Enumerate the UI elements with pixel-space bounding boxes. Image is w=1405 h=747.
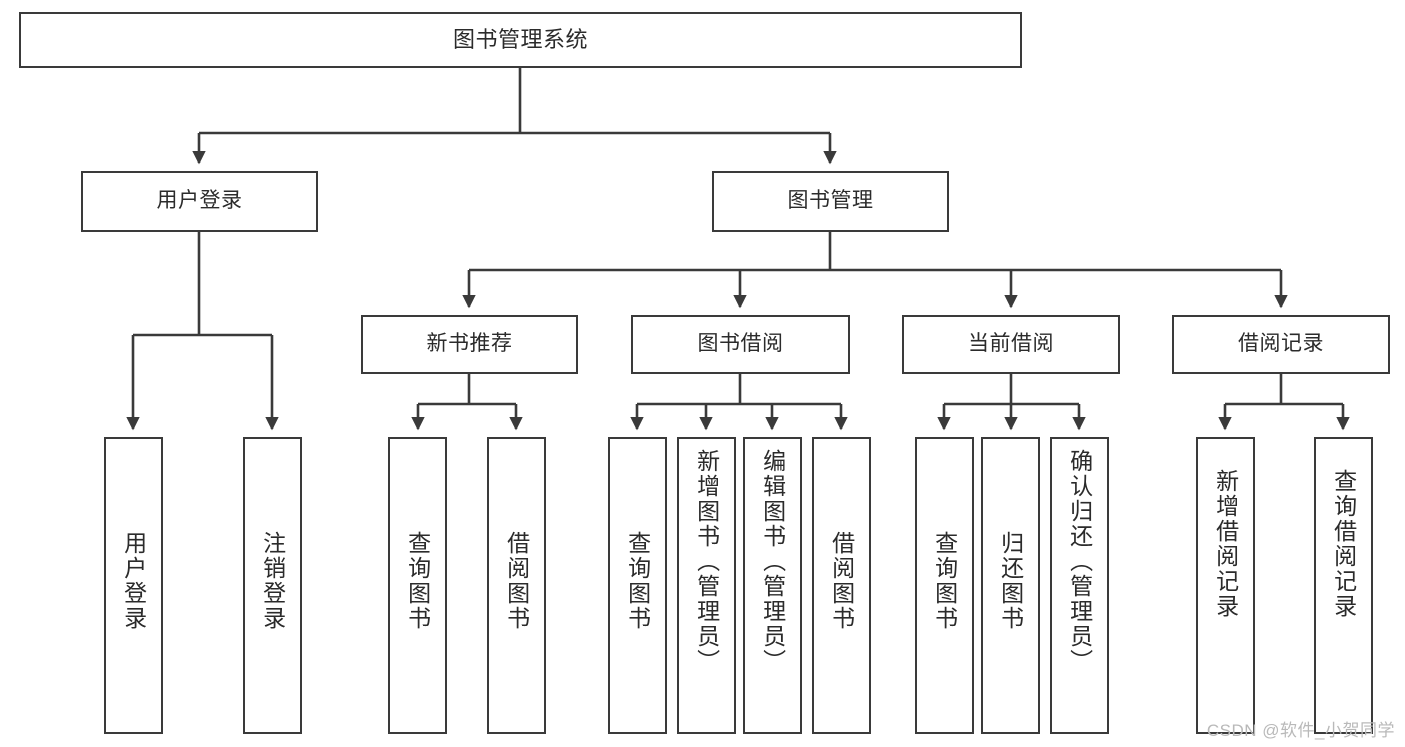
node-user-login-label: 用户登录	[156, 189, 243, 213]
node-leaf-edit-book-label: 编辑图书（管理员）	[759, 449, 786, 674]
node-leaf-add-book-label: 新增图书（管理员）	[693, 449, 720, 674]
node-book-manage[interactable]: 图书管理	[712, 171, 949, 232]
node-root-label: 图书管理系统	[452, 27, 588, 53]
node-leaf-query-book-3-label: 查询图书	[931, 531, 958, 631]
node-current-borrow[interactable]: 当前借阅	[902, 315, 1120, 374]
node-root[interactable]: 图书管理系统	[19, 12, 1022, 68]
node-leaf-query-book-2[interactable]: 查询图书	[608, 437, 667, 734]
node-leaf-add-record-label: 新增借阅记录	[1212, 469, 1239, 619]
node-current-borrow-label: 当前借阅	[968, 332, 1054, 356]
node-leaf-query-book-3[interactable]: 查询图书	[915, 437, 974, 734]
node-user-login[interactable]: 用户登录	[81, 171, 318, 232]
node-leaf-logout[interactable]: 注销登录	[243, 437, 302, 734]
node-leaf-user-login[interactable]: 用户登录	[104, 437, 163, 734]
node-leaf-add-record[interactable]: 新增借阅记录	[1196, 437, 1255, 734]
node-book-borrow-label: 图书借阅	[697, 332, 784, 356]
node-leaf-confirm-return[interactable]: 确认归还（管理员）	[1050, 437, 1109, 734]
node-book-borrow[interactable]: 图书借阅	[631, 315, 850, 374]
node-leaf-return-book[interactable]: 归还图书	[981, 437, 1040, 734]
node-leaf-logout-label: 注销登录	[259, 531, 286, 631]
node-leaf-query-record-label: 查询借阅记录	[1330, 469, 1357, 619]
node-leaf-confirm-return-label: 确认归还（管理员）	[1066, 449, 1093, 674]
node-leaf-borrow-book-1[interactable]: 借阅图书	[487, 437, 546, 734]
node-leaf-add-book[interactable]: 新增图书（管理员）	[677, 437, 736, 734]
node-leaf-return-book-label: 归还图书	[997, 531, 1024, 631]
node-leaf-borrow-book-2-label: 借阅图书	[828, 531, 855, 631]
node-new-book-rec[interactable]: 新书推荐	[361, 315, 578, 374]
node-leaf-edit-book[interactable]: 编辑图书（管理员）	[743, 437, 802, 734]
node-leaf-query-book-1-label: 查询图书	[404, 531, 431, 631]
node-borrow-record-label: 借阅记录	[1238, 332, 1324, 356]
node-leaf-query-record[interactable]: 查询借阅记录	[1314, 437, 1373, 734]
node-leaf-query-book-2-label: 查询图书	[624, 531, 651, 631]
node-borrow-record[interactable]: 借阅记录	[1172, 315, 1390, 374]
csdn-watermark: CSDN @软件_小贺同学	[1206, 721, 1395, 740]
node-leaf-user-login-label: 用户登录	[120, 531, 147, 631]
node-leaf-query-book-1[interactable]: 查询图书	[388, 437, 447, 734]
node-leaf-borrow-book-1-label: 借阅图书	[503, 531, 530, 631]
node-new-book-rec-label: 新书推荐	[426, 332, 513, 356]
node-book-manage-label: 图书管理	[787, 189, 874, 213]
node-leaf-borrow-book-2[interactable]: 借阅图书	[812, 437, 871, 734]
